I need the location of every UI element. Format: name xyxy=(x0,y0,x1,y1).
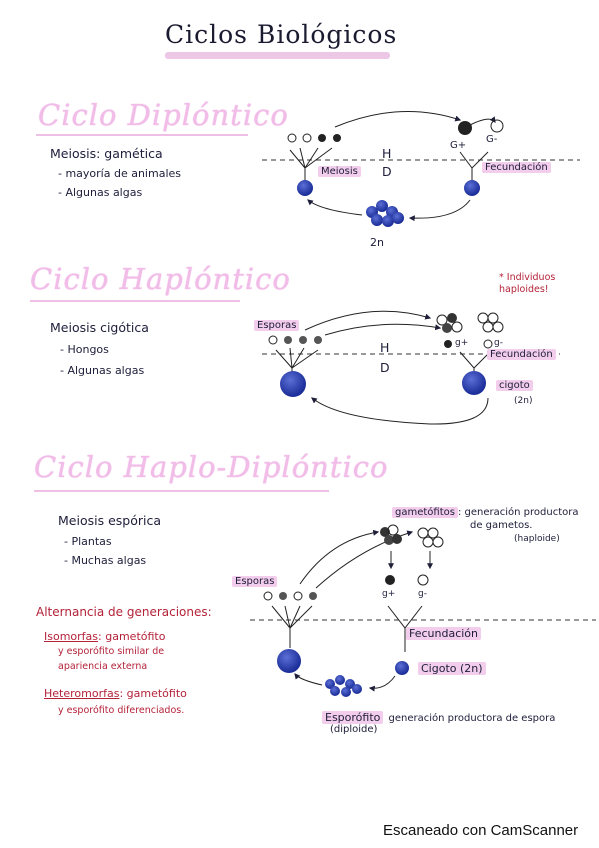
diploid-cell xyxy=(297,180,313,196)
label-esporofito: Esporófito xyxy=(322,711,384,724)
label-esporas: Esporas xyxy=(232,576,278,587)
isomorfas-text: : gametófito xyxy=(98,630,166,643)
haploid-individual xyxy=(280,371,306,397)
label-gametofitos-desc2: de gametos. xyxy=(470,520,533,531)
label-haploide: (haploide) xyxy=(514,534,560,544)
label-g-minus: g- xyxy=(494,338,503,348)
cell-mass xyxy=(366,200,404,227)
gametangium-left xyxy=(436,313,463,333)
sporophyte-mass xyxy=(325,675,362,697)
meiosis-type: Meiosis espórica xyxy=(58,513,161,528)
label-meiosis: Meiosis xyxy=(318,166,361,177)
side-note: * Individuos haploides! xyxy=(499,272,556,295)
label-diploid: D xyxy=(380,360,390,375)
label-gamete-minus: G- xyxy=(486,134,498,145)
label-cigoto-n: (2n) xyxy=(514,396,533,406)
isomorfas-line2: y esporófito similar de xyxy=(58,646,165,657)
gametes-left xyxy=(287,133,341,143)
label-g-plus: g+ xyxy=(382,589,396,599)
meiosis-type: Meiosis cigótica xyxy=(50,320,149,335)
section-underline xyxy=(34,490,329,492)
example-item: - mayoría de animales xyxy=(58,167,182,180)
section-underline xyxy=(30,300,240,302)
section-title-haplontico: Ciclo Haplóntico xyxy=(30,262,291,296)
zygote xyxy=(395,661,409,675)
diagram-diplontico xyxy=(262,110,580,227)
example-item: - Hongos xyxy=(60,343,109,356)
example-item: - Algunas algas xyxy=(60,364,145,377)
label-gametofitos: gametófitos xyxy=(392,507,458,518)
heteromorfas-label: Heteromorfas xyxy=(44,687,120,700)
label-diploid: D xyxy=(382,164,392,179)
gametangium-right xyxy=(477,312,504,333)
section-underline xyxy=(36,134,248,136)
label-fecundacion: Fecundación xyxy=(487,349,556,360)
gamete-dark xyxy=(458,121,472,135)
gametophyte-right xyxy=(417,527,444,548)
label-haploid: H xyxy=(380,340,390,355)
title-highlight xyxy=(165,52,390,59)
label-haploid: H xyxy=(382,146,392,161)
meiosis-type: Meiosis: gamética xyxy=(50,146,163,161)
isomorfas-label: Isomorfas xyxy=(44,630,99,643)
alternancia-title: Alternancia de generaciones: xyxy=(36,605,212,619)
scanner-watermark: Escaneado con CamScanner xyxy=(383,822,579,839)
example-item: - Plantas xyxy=(64,535,112,548)
page-title: Ciclos Biológicos xyxy=(165,20,398,49)
label-g-plus: g+ xyxy=(455,338,469,348)
label-esporas: Esporas xyxy=(254,320,300,331)
section-title-haplodiplontico: Ciclo Haplo-Diplóntico xyxy=(34,450,389,484)
zygote xyxy=(464,180,480,196)
label-esporofito-desc: generación productora de espora xyxy=(388,713,556,724)
example-item: - Muchas algas xyxy=(64,554,147,567)
label-2n: 2n xyxy=(370,236,384,249)
label-cigoto: cigoto xyxy=(496,380,533,391)
label-cigoto: Cigoto (2n) xyxy=(418,662,486,675)
diagram-haplodiplontico xyxy=(250,524,596,697)
diagram-haplontico xyxy=(262,310,560,425)
gamete-light xyxy=(490,119,504,133)
label-gametofitos-desc: : generación productora xyxy=(457,507,579,518)
label-fecundacion: Fecundación xyxy=(406,627,482,640)
example-item: - Algunas algas xyxy=(58,186,143,199)
gametophyte-left xyxy=(380,524,402,545)
sporophyte-cell xyxy=(277,649,301,673)
label-diploide: (diploide) xyxy=(330,724,378,735)
label-gamete-plus: G+ xyxy=(450,140,467,151)
heteromorfas-text: : gametófito xyxy=(119,687,187,700)
heteromorfas-line2: y esporófito diferenciados. xyxy=(58,705,185,716)
label-fecundacion: Fecundación xyxy=(482,162,551,173)
section-title-diplontico: Ciclo Diplóntico xyxy=(38,98,289,132)
isomorfas-line3: apariencia externa xyxy=(58,661,148,672)
zygote xyxy=(462,371,486,395)
label-g-minus: g- xyxy=(418,589,427,599)
